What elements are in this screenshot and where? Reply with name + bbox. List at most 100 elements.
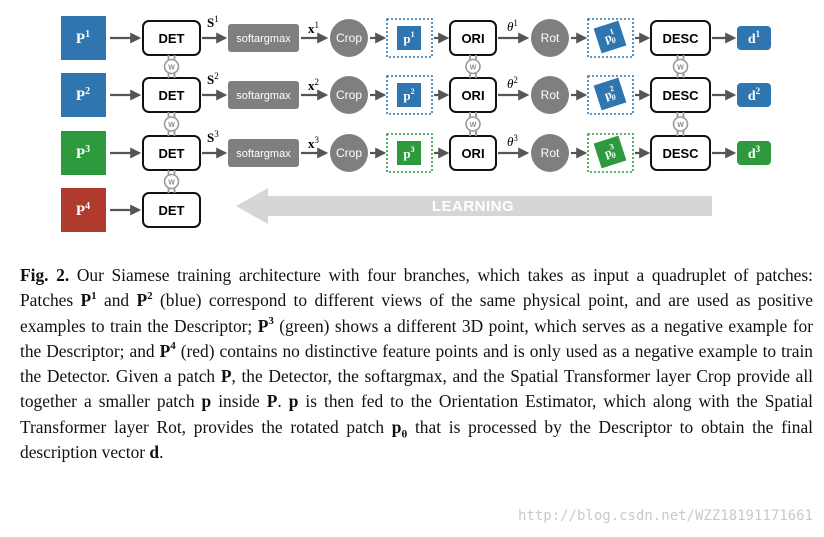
det-label: DET — [159, 203, 185, 218]
ori-block — [449, 20, 497, 56]
ori-label: ORI — [461, 88, 484, 103]
shared-weight-label: W — [168, 180, 175, 187]
math-superscript: 3 — [268, 314, 274, 327]
ori-block — [449, 135, 497, 171]
softargmax-block — [228, 24, 299, 52]
det-block — [142, 135, 201, 171]
det-block — [142, 192, 201, 228]
input-patch-label: P1 — [76, 29, 90, 47]
softargmax-label: softargmax — [236, 148, 291, 160]
learning-arrow — [236, 188, 712, 224]
shared-weight-icon — [163, 116, 180, 132]
input-patch — [61, 73, 106, 117]
crop-label: Crop — [336, 146, 362, 160]
ori-block — [449, 77, 497, 113]
caption-text: (red) contains no distinctive feature po… — [20, 340, 813, 387]
rotated-patch-group: p1θ — [593, 20, 627, 54]
math-symbol: pθ — [391, 416, 408, 441]
caption-text: (blue) correspond to different views of … — [20, 290, 813, 336]
shared-weight-icon — [465, 116, 481, 132]
rot-label: Rot — [541, 31, 560, 45]
desc-block — [650, 77, 711, 113]
shared-weight-label: W — [168, 122, 175, 129]
small-patch-group: p3 — [397, 141, 421, 165]
caption-text: . — [159, 442, 164, 463]
caption-text: inside — [211, 391, 267, 412]
rotated-patch-label: p1θ — [602, 27, 618, 47]
shared-weight-icon — [465, 58, 481, 75]
math-subscript: θ — [401, 428, 408, 441]
det-block — [142, 77, 201, 113]
caption-text: that is processed by the Descriptor to o… — [20, 416, 814, 463]
input-patch — [61, 131, 106, 175]
math-symbol: P — [266, 391, 278, 412]
output-descriptor — [737, 26, 771, 50]
rotated-patch — [593, 20, 627, 54]
caption-text: is then fed to the Orientation Estimator… — [20, 391, 813, 437]
output-descriptor — [737, 141, 771, 165]
coordinate-label: x1 — [308, 20, 319, 36]
small-patch-label: p2 — [403, 87, 414, 103]
output-descriptor-label: d2 — [748, 86, 761, 104]
det-block — [142, 20, 201, 56]
input-patch-label: P3 — [76, 144, 90, 162]
math-symbol: p — [201, 391, 212, 412]
coordinate-label: x3 — [308, 135, 320, 151]
math-symbol: d — [149, 442, 160, 463]
crop-label: Crop — [336, 31, 362, 45]
det-label: DET — [159, 31, 185, 46]
rotated-patch-label: p3θ — [602, 142, 618, 162]
ori-label: ORI — [461, 31, 484, 46]
shared-weight-label: W — [677, 65, 684, 72]
shared-weight-label: W — [677, 122, 684, 129]
small-patch — [397, 83, 421, 107]
small-patch-label: p3 — [403, 145, 414, 161]
angle-label: θ2 — [507, 75, 518, 91]
coordinate-label: x2 — [308, 77, 319, 93]
angle-label: θ1 — [507, 18, 518, 34]
det-label: DET — [159, 146, 185, 161]
figure-caption: Fig. 2. Our Siamese training architectur… — [20, 263, 813, 465]
score-map-label: S3 — [207, 129, 219, 145]
math-symbol: P4 — [159, 340, 176, 361]
desc-label: DESC — [662, 31, 699, 46]
rot-label: Rot — [541, 88, 560, 102]
figure-label: Fig. 2. — [20, 265, 70, 285]
crop-frame — [386, 18, 433, 58]
softargmax-block — [228, 139, 299, 167]
crop-frame — [386, 75, 433, 115]
shared-weight-label: W — [168, 65, 175, 72]
small-patch-label: p1 — [403, 30, 414, 46]
desc-label: DESC — [662, 88, 699, 103]
rot-node — [531, 134, 569, 172]
math-symbol: P3 — [257, 314, 274, 336]
caption-text: , the Detector, the softargmax, and the … — [20, 366, 813, 412]
crop-node — [330, 76, 368, 114]
rotated-patch-group: p2θ — [593, 77, 627, 111]
input-patch-label: P4 — [76, 201, 90, 219]
shared-weight-icon — [672, 58, 689, 75]
rot-frame — [587, 75, 634, 115]
crop-node — [330, 19, 368, 57]
rot-node — [531, 76, 569, 114]
watermark: http://blog.csdn.net/WZZ18191171661 — [517, 508, 813, 524]
math-symbol: p — [288, 391, 299, 412]
caption-body: Our Siamese training architecture with f… — [20, 265, 813, 462]
det-label: DET — [159, 88, 185, 103]
small-patch — [397, 26, 421, 50]
input-patch — [61, 16, 106, 60]
rotated-patch — [593, 77, 627, 111]
math-superscript: 2 — [147, 289, 153, 302]
desc-block — [650, 20, 711, 56]
caption-text: and — [96, 290, 137, 311]
rot-frame — [587, 133, 634, 173]
caption-text: Our Siamese training architecture with f… — [20, 265, 813, 311]
rot-label: Rot — [541, 146, 560, 160]
rotated-patch-label: p2θ — [602, 84, 618, 104]
rot-frame — [587, 18, 634, 58]
input-patch-label: P2 — [76, 86, 90, 104]
shared-weight-label: W — [470, 122, 477, 129]
math-superscript: 1 — [91, 289, 97, 302]
crop-node — [330, 134, 368, 172]
